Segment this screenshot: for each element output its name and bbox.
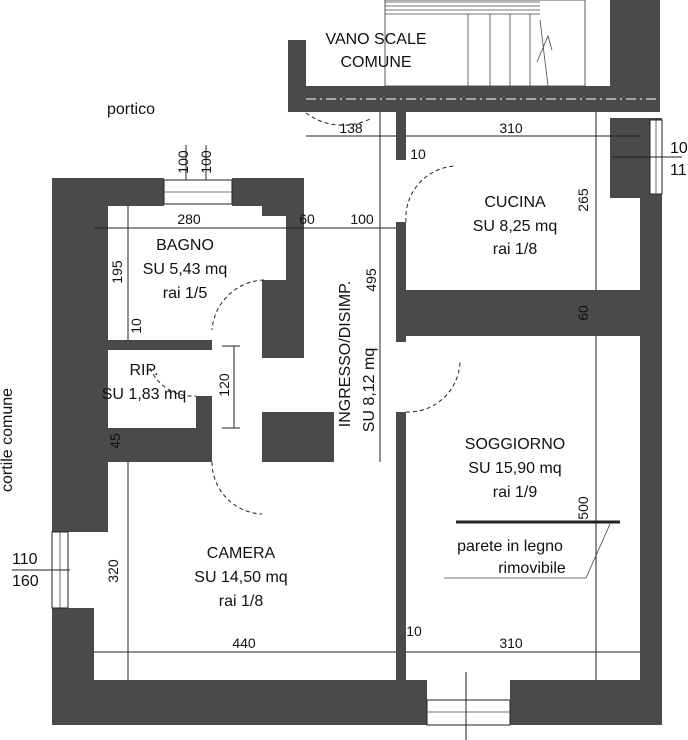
dim-195: 195: [109, 260, 125, 284]
wall-south-right: [510, 680, 662, 725]
cucina-area: SU 8,25 mq: [473, 218, 557, 235]
camera-name: CAMERA: [207, 545, 276, 562]
stair-wall-right: [610, 0, 660, 90]
wall-cucina-west: [396, 222, 406, 342]
partition-label-1: parete in legno: [457, 538, 563, 555]
wall-ingresso-camera: [262, 412, 334, 462]
bagno-ratio: rai 1/5: [163, 285, 208, 302]
ingresso-name: INGRESSO/DISIMP.: [337, 281, 354, 427]
dim-265: 265: [575, 188, 591, 212]
camera-area: SU 14,50 mq: [194, 569, 287, 586]
rip-name: RIP.: [129, 362, 158, 379]
dim-280: 280: [177, 211, 201, 227]
door-cucina[interactable]: [405, 165, 457, 223]
bagno-area: SU 5,43 mq: [143, 261, 227, 278]
dim-500: 500: [575, 496, 591, 520]
wall-rip-camera: [52, 428, 212, 462]
wall-west-upper: [52, 178, 108, 532]
stair-wall-left: [288, 40, 306, 100]
door-rip[interactable]: [149, 367, 197, 397]
soggiorno-area: SU 15,90 mq: [468, 460, 561, 477]
partition-label-2: rimovibile: [498, 560, 566, 577]
soggiorno-ratio: rai 1/9: [493, 484, 538, 501]
dim-120: 120: [216, 373, 232, 397]
soggiorno-name: SOGGIORNO: [465, 436, 565, 453]
dim-10-b: 10: [128, 318, 144, 334]
camera-ratio: rai 1/8: [219, 593, 264, 610]
ingresso-area: SU 8,12 mq: [361, 348, 378, 432]
dim-138: 138: [339, 120, 363, 136]
door-entrance[interactable]: [305, 112, 373, 126]
dim-60-b: 60: [575, 305, 591, 321]
stair-label-2: COMUNE: [340, 54, 411, 71]
door-camera[interactable]: [211, 461, 263, 515]
dim-10-c: 10: [406, 623, 422, 639]
courtyard-label: cortile comune: [0, 388, 16, 492]
dim-10-a: 10: [410, 146, 426, 162]
door-soggiorno[interactable]: [405, 361, 461, 413]
window-left-top: 110: [12, 551, 38, 568]
dim-100-a: 100: [175, 150, 191, 174]
dim-310-top: 310: [499, 120, 523, 136]
door-bagno[interactable]: [211, 279, 265, 331]
wall-rip-jamb: [196, 396, 212, 462]
portico-label: portico: [107, 101, 155, 118]
dim-320: 320: [105, 559, 121, 583]
cucina-name: CUCINA: [484, 194, 546, 211]
dim-495: 495: [363, 268, 379, 292]
cucina-ratio: rai 1/8: [493, 241, 538, 258]
window-left-bottom: 160: [12, 573, 39, 590]
wall-bagno-east-thick: [262, 280, 304, 358]
dim-60-a: 60: [299, 211, 315, 227]
wall-cucina-west-top: [396, 108, 406, 160]
wall-east: [640, 118, 662, 725]
wall-soggiorno-west: [396, 412, 406, 722]
window-right-bottom: 11: [670, 162, 687, 179]
dim-45: 45: [107, 433, 123, 449]
wall-bagno-rip: [52, 340, 212, 350]
dim-440: 440: [232, 635, 256, 651]
stair-hatch: [384, 0, 586, 87]
bagno-name: BAGNO: [156, 237, 214, 254]
wall-cucina-soggiorno: [396, 290, 660, 336]
partition-leader: [585, 523, 611, 579]
dimension-lines: [12, 112, 682, 740]
window-right-top: 10: [670, 140, 688, 157]
wall-north-left: [52, 178, 164, 206]
stair-label-1: VANO SCALE: [325, 31, 426, 48]
rip-area: SU 1,83 mq: [102, 386, 186, 403]
dim-100-b: 100: [198, 150, 214, 174]
wall-south-left: [52, 680, 427, 725]
wall-east-jamb: [610, 118, 650, 198]
dim-100-c: 100: [350, 211, 374, 227]
window-soggiorno: [426, 699, 511, 726]
dim-310-bottom: 310: [499, 635, 523, 651]
